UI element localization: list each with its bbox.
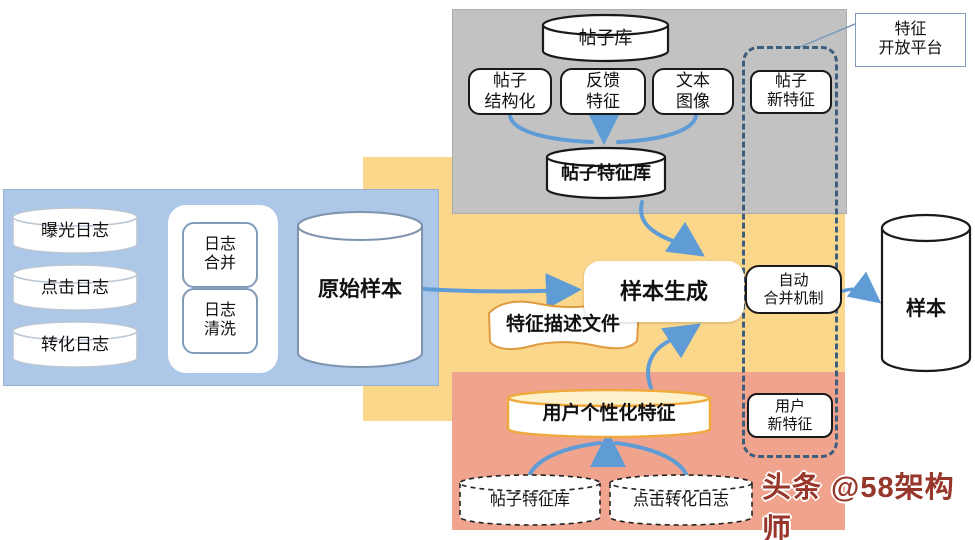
feature-platform-boundary <box>742 46 838 458</box>
post-structuring-node: 帖子 结构化 <box>468 68 552 115</box>
user-new-feature-node: 用户 新特征 <box>747 393 833 438</box>
post-structuring-label: 帖子 结构化 <box>484 71 536 111</box>
raw-sample-label: 原始样本 <box>318 277 402 301</box>
post-feature-db-label: 帖子特征库 <box>561 163 651 184</box>
log-clean-label: 日志 清洗 <box>203 302 236 338</box>
sample-label: 样本 <box>906 298 946 321</box>
arrow-automerge-to-sample <box>841 271 882 304</box>
click-conversion-log-cylinder <box>609 474 753 526</box>
arrow-featuredb-to-samplegen <box>639 200 705 257</box>
post-feature-db2-cylinder <box>459 474 601 526</box>
sample-generation-label: 样本生成 <box>619 278 708 304</box>
text-image-node: 文本 图像 <box>652 68 734 115</box>
log-merge-label: 日志 合并 <box>203 236 236 272</box>
post-new-feature-label: 帖子 新特征 <box>766 73 815 109</box>
auto-merge-label: 自动 合并机制 <box>763 271 824 307</box>
log-clean-node: 日志 清洗 <box>182 288 258 354</box>
text-image-label: 文本 图像 <box>676 71 710 111</box>
auto-merge-node: 自动 合并机制 <box>745 265 842 314</box>
post-new-feature-node: 帖子 新特征 <box>750 70 832 114</box>
arrow-post-struct-to-featuredb <box>508 114 594 144</box>
click-log-label: 点击日志 <box>41 277 109 297</box>
post-feature-db2-label: 帖子特征库 <box>489 491 570 509</box>
watermark-text: 头条 @58架构师 <box>762 472 955 540</box>
raw-sample-cylinder <box>297 211 423 368</box>
feedback-feature-label: 反馈 特征 <box>586 71 620 111</box>
arrow-postfeaturedb2-to-userfeature <box>528 441 602 476</box>
click-log-cylinder <box>12 264 138 311</box>
exposure-log-cylinder <box>12 207 138 254</box>
user-feature-db-label: 用户个性化特征 <box>542 402 676 424</box>
arrow-clickconv-to-userfeature <box>614 441 688 476</box>
feature-description-file-label: 特征描述文件 <box>505 313 620 335</box>
exposure-log-label: 曝光日志 <box>41 220 109 240</box>
arrow-rawsample-to-samplegen <box>422 272 582 309</box>
conversion-log-label: 转化日志 <box>41 334 109 354</box>
post-feature-db-cylinder <box>545 146 667 200</box>
feature-platform-node: 特征 开放平台 <box>855 13 966 67</box>
arrow-userfeature-to-samplegen <box>646 323 701 390</box>
post-db-label: 帖子库 <box>578 28 633 49</box>
arrow-textimage-to-featuredb <box>616 114 698 144</box>
sample-cylinder <box>880 213 972 373</box>
log-merge-node: 日志 合并 <box>182 222 258 288</box>
click-conversion-log-label: 点击转化日志 <box>632 491 729 509</box>
feedback-feature-node: 反馈 特征 <box>560 68 646 115</box>
feature-platform-connector-line <box>799 23 856 48</box>
user-new-feature-label: 用户 新特征 <box>767 397 813 433</box>
user-feature-db-cylinder <box>506 388 712 439</box>
post-db-cylinder <box>541 13 670 63</box>
conversion-log-cylinder <box>12 321 138 368</box>
feature-platform-label: 特征 开放平台 <box>878 21 943 57</box>
sample-generation-node: 样本生成 <box>584 261 744 322</box>
